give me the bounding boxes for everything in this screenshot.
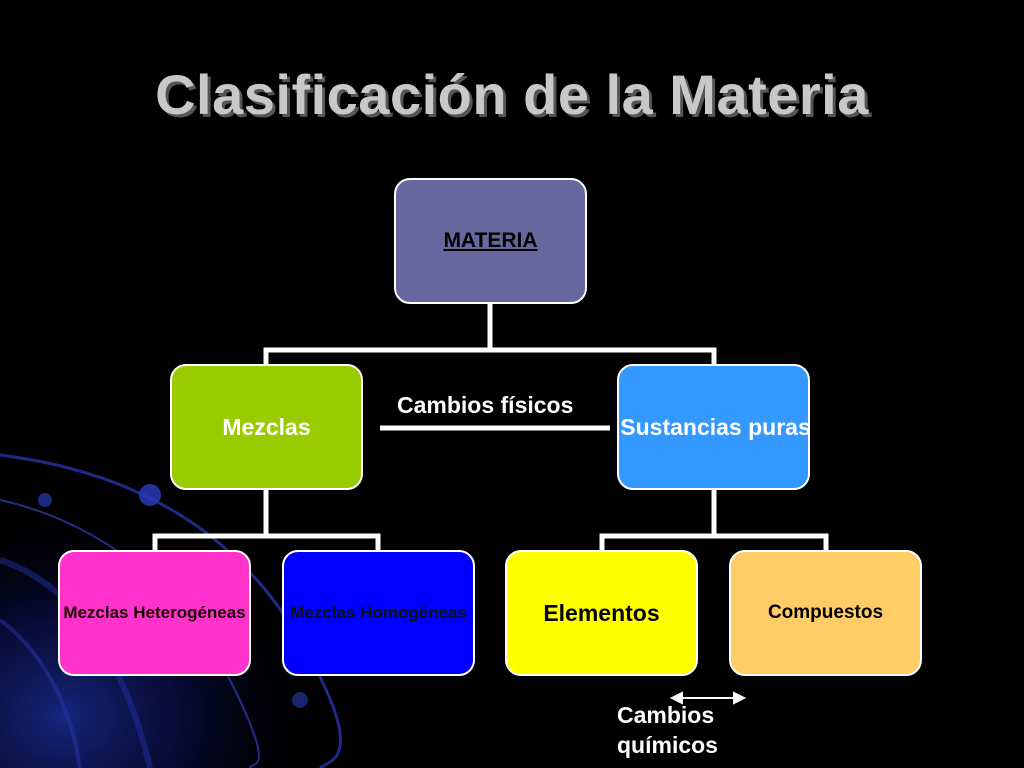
node-materia-label: MATERIA bbox=[443, 229, 538, 252]
node-mezclas-heterogeneas: Mezclas Heterogéneas bbox=[58, 550, 251, 676]
chemical-changes-label: Cambios químicos bbox=[617, 702, 718, 758]
node-mezclas: Mezclas bbox=[170, 364, 363, 490]
node-elementos-label: Elementos bbox=[543, 599, 660, 626]
slide-title: Clasificación de la Materia bbox=[155, 63, 869, 126]
node-mezclas-label: Mezclas bbox=[222, 413, 311, 440]
physical-changes-label: Cambios físicos bbox=[397, 392, 574, 418]
node-compuestos: Compuestos bbox=[729, 550, 922, 676]
node-mezclas-homogeneas: Mezclas Homogéneas bbox=[282, 550, 475, 676]
node-sustancias-puras-label: Sustancias puras bbox=[620, 413, 811, 440]
node-compuestos-label: Compuestos bbox=[767, 602, 884, 623]
node-mezclas-heterogeneas-label: Mezclas Heterogéneas bbox=[63, 603, 246, 622]
node-sustancias-puras: Sustancias puras bbox=[617, 364, 811, 490]
node-materia: MATERIA bbox=[394, 178, 587, 304]
node-mezclas-homogeneas-label: Mezclas Homogéneas bbox=[290, 603, 467, 622]
node-elementos: Elementos bbox=[505, 550, 698, 676]
